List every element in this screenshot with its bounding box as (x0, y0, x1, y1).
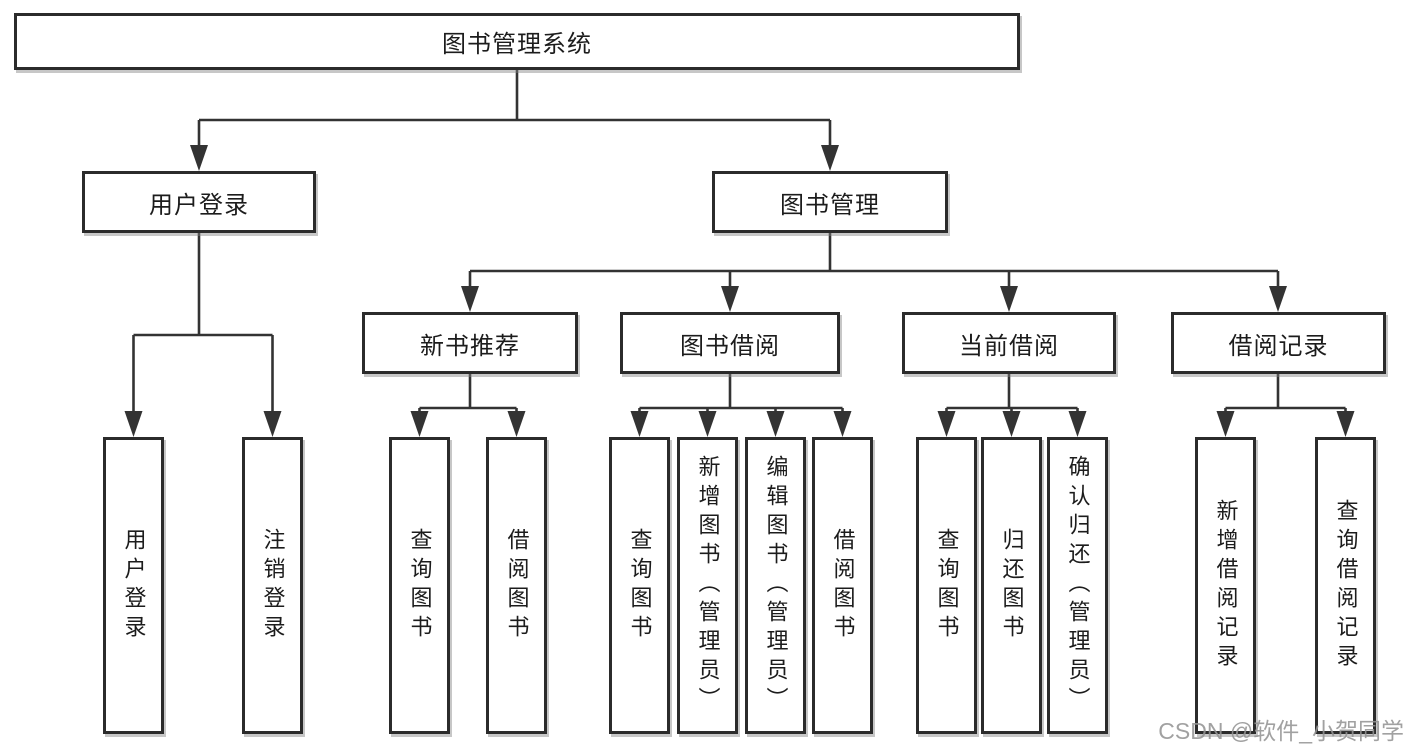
arrowhead (507, 411, 526, 437)
arrowhead (821, 145, 839, 171)
leaf-label: 新增借阅记录 (1213, 498, 1239, 673)
node-root: 图书管理系统 (14, 13, 1020, 70)
leaf-query-books-rec: 查询图书 (389, 437, 450, 734)
node-book-borrowing: 图书借阅 (620, 312, 840, 374)
node-user-login: 用户登录 (82, 171, 316, 233)
leaf-query-books-current: 查询图书 (916, 437, 977, 734)
arrowhead (1336, 411, 1355, 437)
leaf-label: 借阅图书 (504, 527, 530, 644)
arrowhead (1068, 411, 1087, 437)
leaf-label: 查询图书 (407, 527, 433, 644)
arrowhead (190, 145, 208, 171)
arrowhead (630, 411, 649, 437)
node-book-management: 图书管理 (712, 171, 948, 233)
leaf-confirm-return-admin: 确认归还（管理员） (1047, 437, 1108, 734)
node-borrowing-records: 借阅记录 (1171, 312, 1386, 374)
connector-user-login-to-leaves (124, 233, 282, 437)
leaf-label: 查询借阅记录 (1333, 498, 1359, 673)
leaf-label: 用户登录 (121, 527, 147, 644)
arrowhead (263, 411, 282, 437)
arrowhead (698, 411, 717, 437)
arrowhead (461, 286, 479, 312)
leaf-add-books-admin: 新增图书（管理员） (677, 437, 738, 734)
arrowhead (766, 411, 785, 437)
leaf-label: 查询图书 (934, 527, 960, 644)
arrowhead (721, 286, 739, 312)
leaf-borrow-books: 借阅图书 (812, 437, 873, 734)
leaf-label: 查询图书 (627, 527, 653, 644)
csdn-watermark: CSDN @软件_小贺同学 (1158, 718, 1404, 744)
connector-new-book-rec-to-leaves (410, 374, 526, 437)
node-current-borrowing-label: 当前借阅 (959, 332, 1059, 360)
node-root-label: 图书管理系统 (442, 31, 592, 58)
leaf-query-borrow-record: 查询借阅记录 (1315, 437, 1376, 734)
connector-borrow-records-to-leaves (1216, 374, 1355, 437)
arrowhead (937, 411, 956, 437)
arrowhead (124, 411, 143, 437)
leaf-label: 编辑图书（管理员） (763, 455, 789, 716)
leaf-label: 归还图书 (999, 527, 1025, 644)
leaf-return-books: 归还图书 (981, 437, 1042, 734)
node-new-book-recommendation-label: 新书推荐 (420, 332, 520, 360)
connector-current-borrow-to-leaves (937, 374, 1087, 437)
node-book-borrowing-label: 图书借阅 (680, 332, 780, 360)
node-borrowing-records-label: 借阅记录 (1228, 332, 1329, 360)
leaf-borrow-books-rec: 借阅图书 (486, 437, 547, 734)
leaf-edit-books-admin: 编辑图书（管理员） (745, 437, 806, 734)
arrowhead (410, 411, 429, 437)
arrowhead (1216, 411, 1235, 437)
node-user-login-label: 用户登录 (149, 191, 249, 219)
leaf-query-books-borrow: 查询图书 (609, 437, 670, 734)
leaf-label: 借阅图书 (830, 527, 856, 644)
leaf-label: 确认归还（管理员） (1065, 455, 1091, 716)
leaf-label: 新增图书（管理员） (695, 455, 721, 716)
leaf-logout: 注销登录 (242, 437, 303, 734)
node-book-management-label: 图书管理 (780, 191, 880, 219)
leaf-add-borrow-record: 新增借阅记录 (1195, 437, 1256, 734)
leaf-user-login: 用户登录 (103, 437, 164, 734)
connector-book-management-to-level3 (461, 233, 1287, 312)
arrowhead (1002, 411, 1021, 437)
arrowhead (1269, 286, 1287, 312)
arrowhead (1000, 286, 1018, 312)
connector-root-to-level2 (190, 70, 839, 171)
leaf-label: 注销登录 (260, 527, 286, 644)
node-current-borrowing: 当前借阅 (902, 312, 1116, 374)
arrowhead (833, 411, 852, 437)
connector-book-borrow-to-leaves (630, 374, 852, 437)
node-new-book-recommendation: 新书推荐 (362, 312, 578, 374)
